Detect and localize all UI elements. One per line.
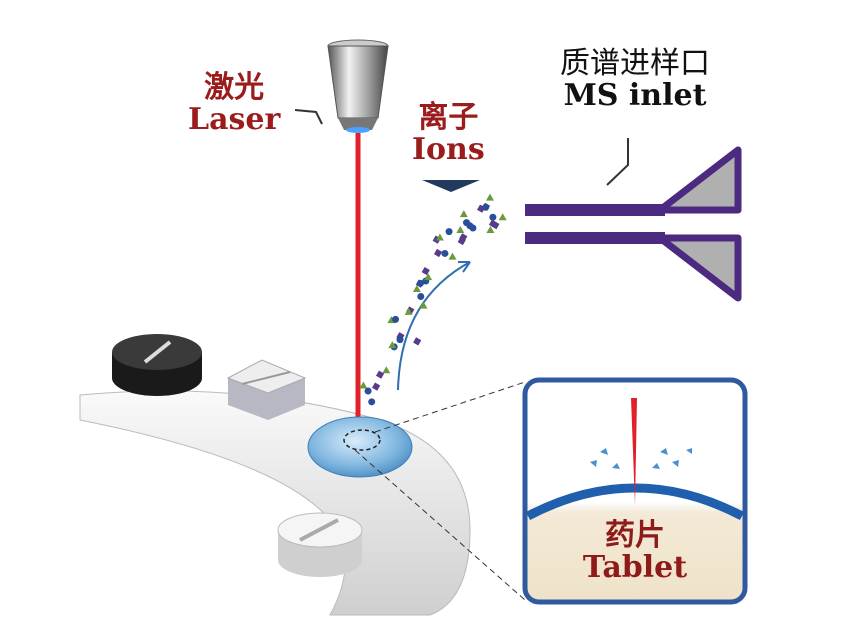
ion-particle — [456, 225, 465, 233]
ion-particle — [392, 315, 400, 323]
ms-inlet-label: 质谱进样口 MS inlet — [535, 48, 735, 111]
ion-particle — [421, 266, 430, 276]
ions-label-en: Ions — [412, 131, 485, 167]
ion-particle — [364, 387, 372, 395]
ion-particle — [416, 279, 424, 287]
arrow-head-icon — [458, 261, 471, 273]
ion-particle — [424, 273, 433, 281]
ion-particle — [382, 366, 391, 374]
laser-label-cn: 激光 — [204, 70, 265, 105]
white-sample-puck — [277, 512, 363, 577]
tablet-label-en: Tablet — [582, 549, 688, 585]
white-square-sample — [226, 359, 307, 420]
ion-particle — [388, 341, 397, 349]
ion-particle — [433, 248, 443, 258]
ion-particle — [435, 233, 444, 241]
ion-particles — [359, 193, 507, 406]
laser-label: 激光 Laser — [188, 72, 280, 135]
ion-particle — [417, 292, 425, 300]
zoom-line-top — [374, 381, 526, 433]
black-sample-puck — [112, 334, 202, 396]
ion-particle — [488, 219, 498, 228]
ion-particle — [459, 233, 468, 242]
ion-particle — [404, 307, 413, 315]
ion-particle — [413, 337, 422, 346]
ion-particle — [359, 381, 368, 389]
ions-label-cn: 离子 — [418, 100, 479, 135]
ion-particle — [448, 252, 457, 260]
ms-inlet-label-en: MS inlet — [563, 77, 707, 113]
laser-label-en: Laser — [188, 101, 281, 137]
ion-particle — [486, 225, 495, 233]
tablet-closeup-inset — [522, 377, 748, 605]
ion-trajectory-arrow — [397, 261, 471, 391]
ion-particle — [412, 284, 421, 292]
ion-particle — [419, 301, 428, 309]
ms-inlet-icon — [525, 146, 742, 302]
ion-particle — [368, 398, 376, 406]
laser-leader-line — [294, 109, 323, 125]
ion-particle — [466, 222, 474, 230]
sample-tray — [79, 390, 471, 616]
ions-pointer-icon — [422, 180, 480, 192]
ion-particle — [375, 370, 385, 379]
ion-particle — [372, 382, 381, 391]
zoom-line-bottom — [354, 449, 526, 601]
ms-leader-line — [606, 138, 629, 186]
laser-objective-icon — [327, 39, 389, 133]
ms-inlet-label-cn: 质谱进样口 — [560, 46, 710, 81]
ion-particle — [485, 193, 494, 201]
ion-particle — [489, 213, 497, 221]
ion-particle — [441, 249, 449, 257]
ion-particle — [459, 210, 468, 218]
ion-particle — [498, 213, 507, 221]
tablet-disc — [307, 416, 413, 478]
tablet-label: 药片 Tablet — [575, 520, 695, 583]
ion-particle — [482, 203, 490, 211]
ions-label: 离子 Ions — [412, 102, 485, 165]
ablation-spot-circle — [343, 429, 381, 451]
tablet-label-cn: 药片 — [605, 518, 665, 553]
ion-particle — [396, 336, 404, 344]
ion-particle — [445, 228, 453, 236]
